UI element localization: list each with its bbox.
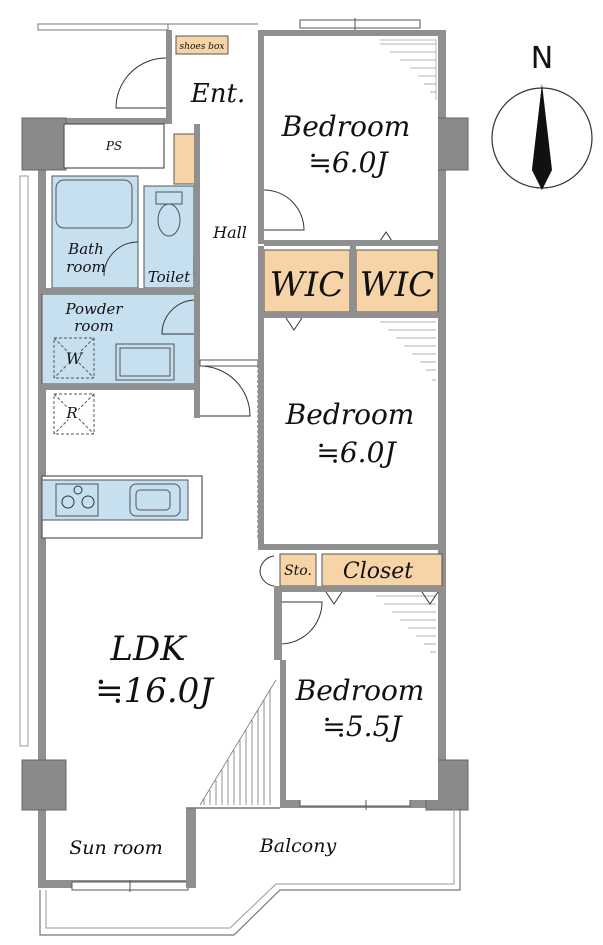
bath-label-line1: Bath: [67, 240, 104, 258]
bedroom-2-size: ≒6.0J: [316, 436, 397, 469]
ldk: LDK ≒16.0J: [95, 629, 277, 806]
bedroom-3-size: ≒5.5J: [322, 710, 403, 743]
balcony-area: [39, 807, 461, 936]
bath-room: Bath room: [51, 175, 139, 289]
wic-2: [355, 249, 439, 313]
bedroom-2: Bedroom ≒6.0J: [257, 317, 438, 544]
powder-label-line2: room: [74, 317, 113, 335]
ps-label: PS: [105, 139, 122, 153]
washer-label: W: [66, 349, 84, 368]
wic-1-label: WIC: [270, 265, 344, 305]
shoes-box-label: shoes box: [180, 42, 225, 52]
pillar-top-left: [21, 117, 67, 171]
bedroom-2-name: Bedroom: [285, 398, 415, 431]
toilet-label: Toilet: [148, 268, 191, 286]
bedroom-1: Bedroom ≒6.0J: [263, 36, 438, 245]
toilet-room: Toilet: [143, 185, 195, 289]
powder-room: Powder room W: [41, 293, 197, 385]
hall-storage: [173, 133, 197, 185]
bedroom-3: Bedroom ≒5.5J: [279, 591, 439, 800]
entrance-door: [115, 57, 167, 109]
fridge-label: R: [65, 404, 77, 422]
ldk-name: LDK: [109, 629, 188, 669]
storage-label: Sto.: [284, 563, 312, 579]
bath-label-line2: room: [66, 258, 105, 276]
pillar-bottom-left: [21, 759, 67, 811]
ldk-size: ≒16.0J: [95, 671, 215, 711]
bedroom-1-size: ≒6.0J: [308, 146, 389, 179]
compass-north-label: N: [531, 41, 553, 76]
shoes-box: [175, 35, 229, 55]
kitchen-counter: [41, 475, 203, 539]
ps-shaft: [63, 123, 165, 169]
entrance-label: Ent.: [190, 79, 245, 109]
powder-label-line1: Powder: [64, 300, 123, 318]
balcony-label: Balcony: [259, 835, 337, 857]
compass: N: [491, 41, 593, 190]
hall-label: Hall: [212, 223, 247, 242]
bedroom-3-name: Bedroom: [295, 674, 425, 707]
wic-2-label: WIC: [360, 265, 434, 305]
closet-label: Closet: [343, 559, 413, 584]
bedroom-1-name: Bedroom: [281, 110, 411, 143]
sun-room-label: Sun room: [69, 837, 163, 859]
